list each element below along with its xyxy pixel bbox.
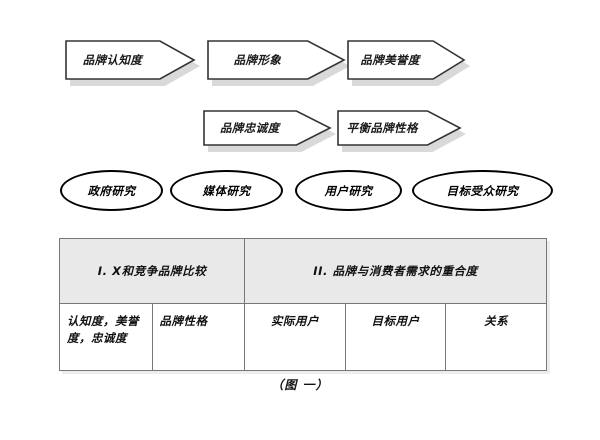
arrow-outline bbox=[203, 110, 332, 146]
figure-caption: （图 一） bbox=[271, 378, 329, 392]
table-body-row: 认知度，美誉度，忠诚度 品牌性格 实际用户 目标用户 关系 bbox=[59, 303, 547, 371]
research-ellipse-2: 媒体研究 bbox=[170, 170, 283, 211]
table-body-cell-1: 认知度，美誉度，忠诚度 bbox=[59, 303, 153, 371]
table-cell-label: 认知度，美誉度，忠诚度 bbox=[67, 314, 139, 345]
table-body-cell-3: 实际用户 bbox=[244, 303, 346, 371]
ellipse-outline bbox=[295, 170, 402, 211]
table-cell-label: 目标用户 bbox=[371, 314, 420, 328]
table-body-cell-5: 关系 bbox=[445, 303, 547, 371]
table-body-cell-4: 目标用户 bbox=[344, 303, 447, 371]
table-header-label: II. 品牌与消费者需求的重合度 bbox=[313, 264, 478, 278]
arrow-outline bbox=[65, 40, 196, 80]
arrow-outline bbox=[207, 40, 346, 80]
process-arrow-brand-personality-stages-1: 品牌忠诚度 bbox=[203, 110, 336, 152]
arrow-outline bbox=[337, 110, 462, 146]
ellipse-outline bbox=[170, 170, 283, 211]
ellipse-outline bbox=[412, 170, 553, 211]
table-cell-label: 实际用户 bbox=[270, 314, 319, 328]
research-ellipse-3: 用户研究 bbox=[295, 170, 402, 211]
table-header-label: I. X和竞争品牌比较 bbox=[97, 264, 207, 278]
process-arrow-brand-equity-stages-1: 品牌认知度 bbox=[65, 40, 200, 86]
research-ellipse-4: 目标受众研究 bbox=[412, 170, 553, 211]
brand-research-matrix-table: I. X和竞争品牌比较 II. 品牌与消费者需求的重合度 认知度，美誉度，忠诚度 品… bbox=[59, 238, 547, 371]
ellipse-outline bbox=[60, 170, 163, 211]
table-cell-label: 关系 bbox=[484, 314, 509, 328]
research-ellipse-1: 政府研究 bbox=[60, 170, 163, 211]
arrow-outline bbox=[347, 40, 466, 80]
table-body-cell-2: 品牌性格 bbox=[151, 303, 245, 371]
process-arrow-brand-equity-stages-2: 品牌形象 bbox=[207, 40, 350, 86]
table-header-cell-1: I. X和竞争品牌比较 bbox=[59, 238, 245, 304]
process-arrow-brand-personality-stages-2: 平衡品牌性格 bbox=[337, 110, 466, 152]
table-header-row: I. X和竞争品牌比较 II. 品牌与消费者需求的重合度 bbox=[59, 238, 547, 304]
process-arrow-brand-equity-stages-3: 品牌美誉度 bbox=[347, 40, 470, 86]
table-header-cell-2: II. 品牌与消费者需求的重合度 bbox=[244, 238, 547, 304]
table-cell-label: 品牌性格 bbox=[159, 314, 208, 328]
